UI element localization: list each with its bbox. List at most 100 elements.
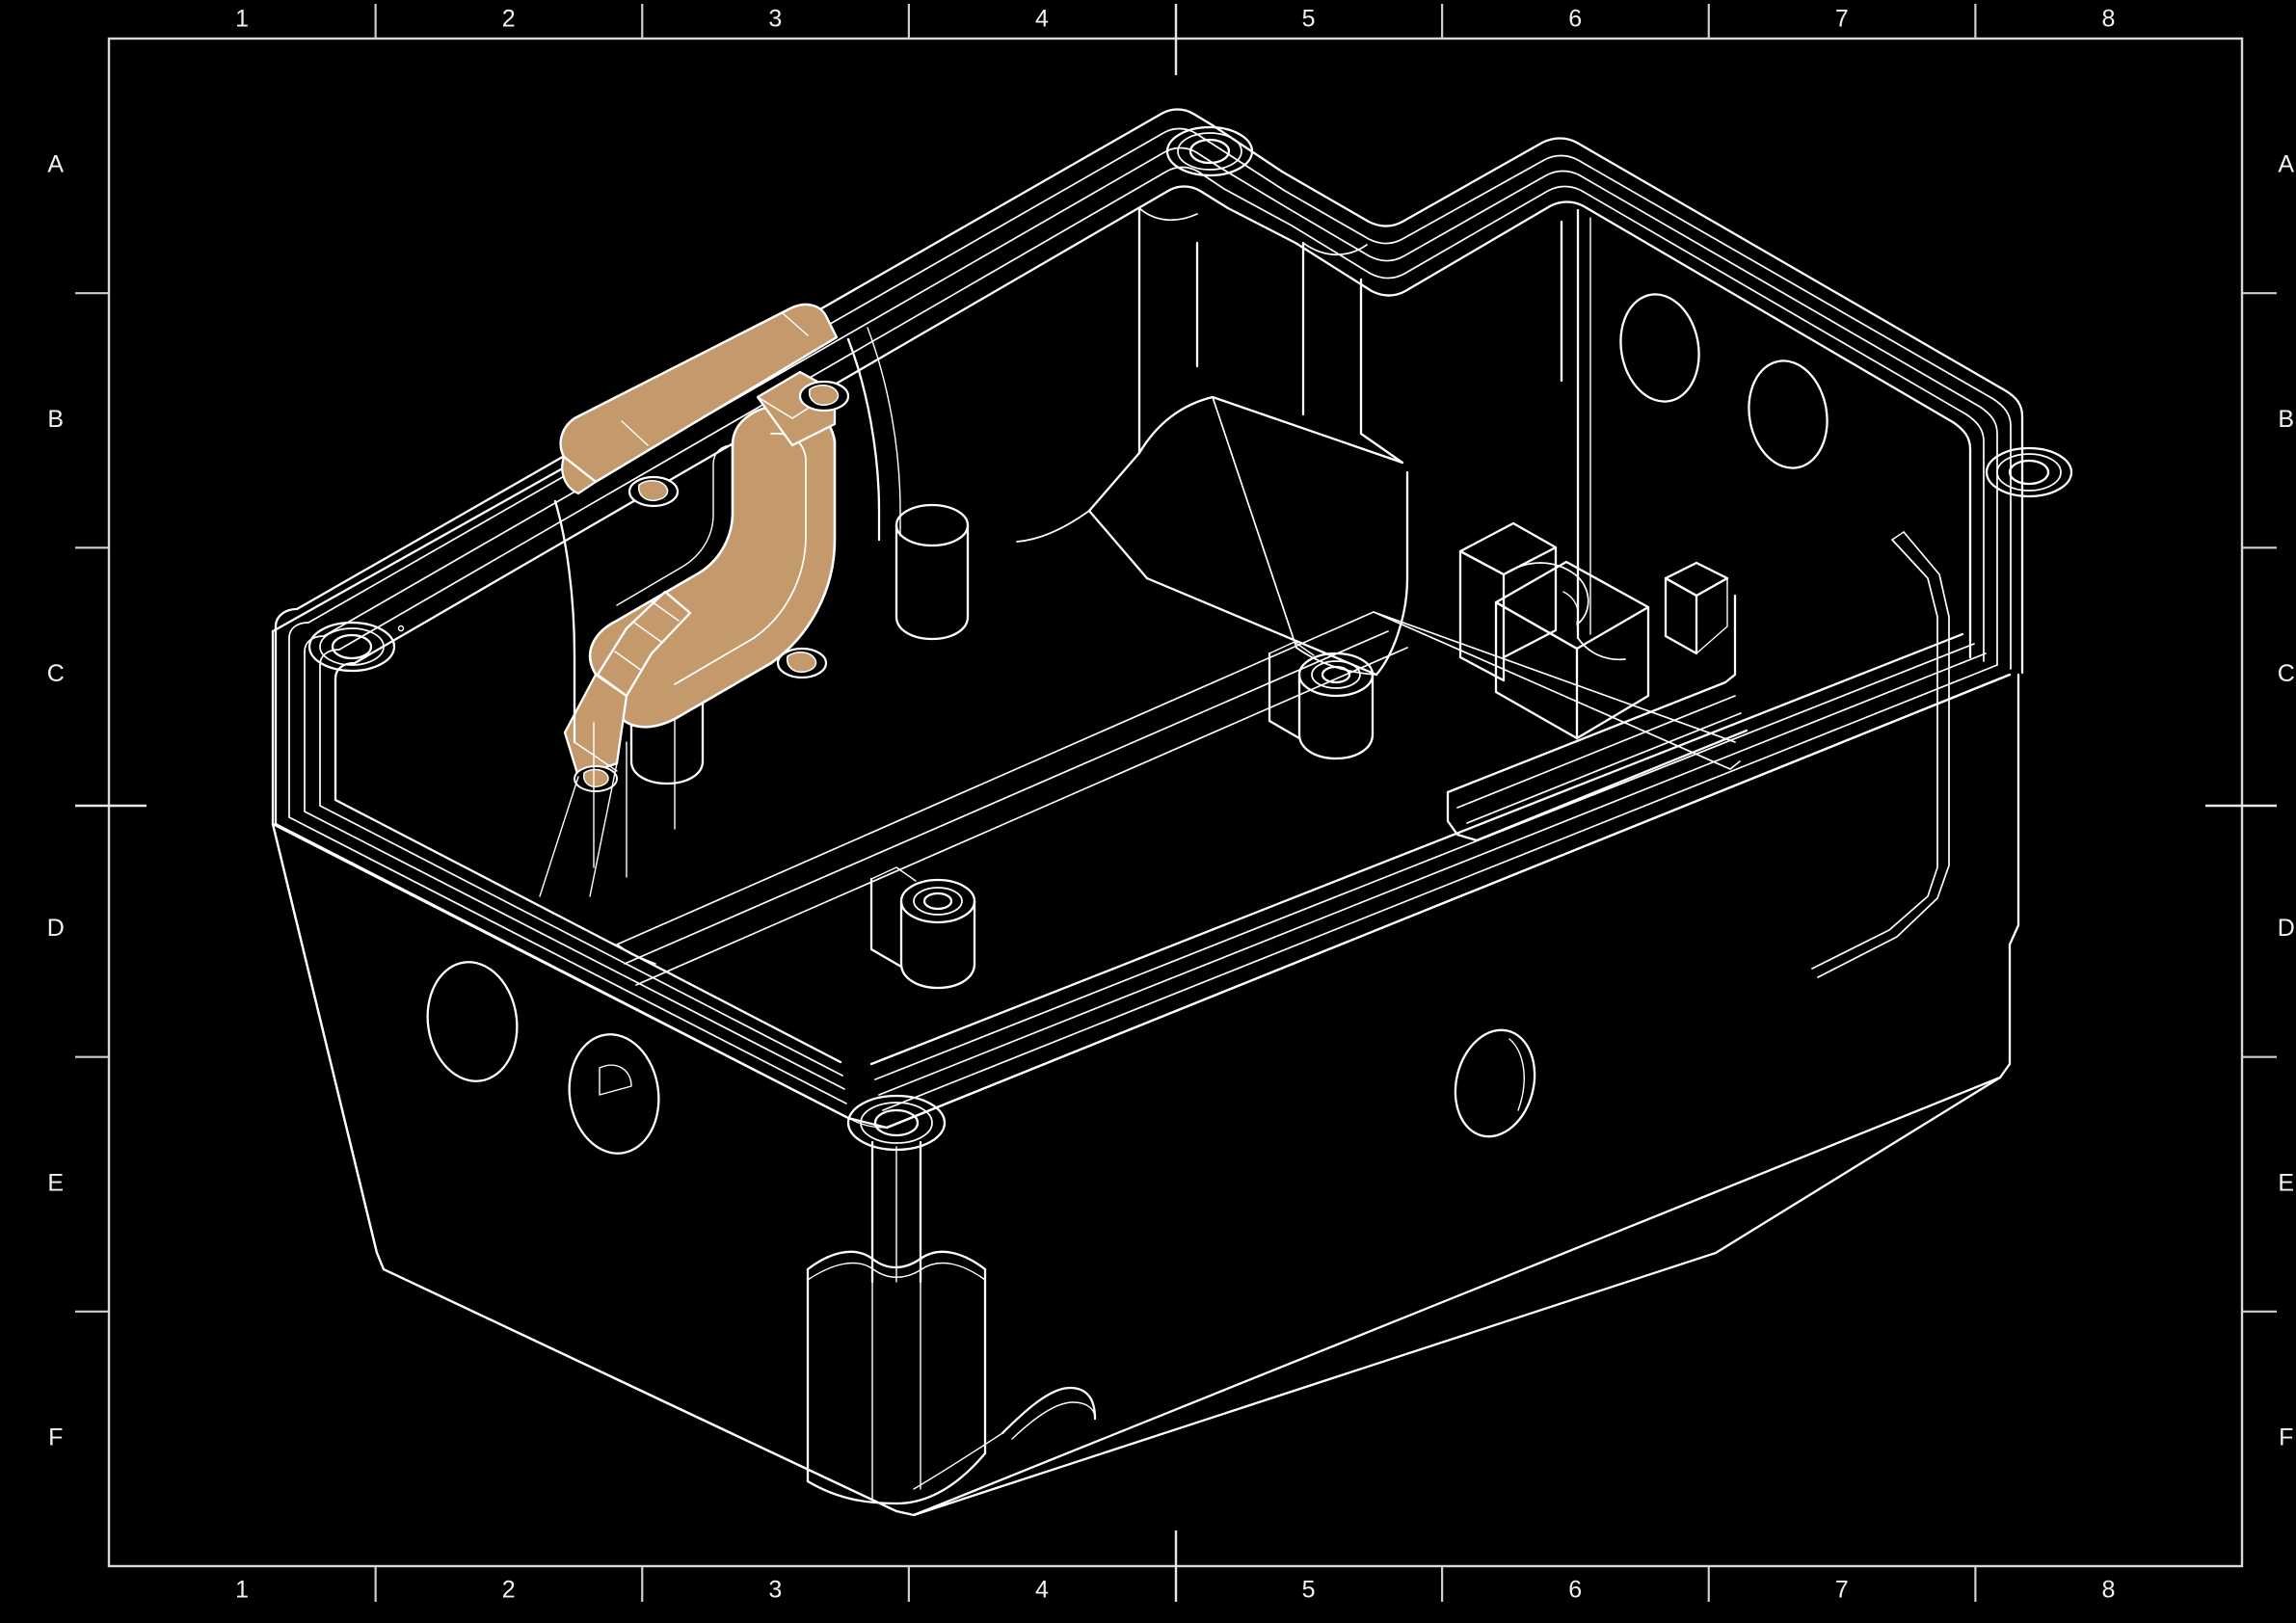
zone-column-label-top: 5 (1302, 6, 1316, 33)
interior-floor (616, 611, 1741, 986)
clip-screw-pad (627, 475, 680, 508)
clip-tail-edge (564, 732, 579, 778)
clip-leg-rib-c (651, 600, 680, 622)
tab-inner-arc (1011, 1401, 1096, 1440)
zone-column-label-top: 6 (1568, 6, 1582, 33)
channel-groove-b (1466, 712, 1742, 824)
zone-column-label-bottom: 2 (502, 1577, 516, 1604)
standoff-top (899, 878, 976, 924)
front-bottom-tab (913, 1386, 1097, 1490)
clip-flat-bar-top (559, 303, 839, 484)
right-panel-step-b (1817, 531, 1950, 978)
standoff-gusset (869, 877, 903, 969)
bracket-left-curve (553, 499, 576, 744)
zone-column-label-bottom: 7 (1835, 1577, 1849, 1604)
front-bottom-edge (382, 1267, 898, 1513)
clip-leg-rib-b (633, 622, 662, 643)
boss-center-dot (397, 625, 405, 632)
standoff-hole (1321, 665, 1351, 684)
zone-column-label-top: 8 (2101, 6, 2115, 33)
zone-row-label-right: D (2278, 915, 2296, 942)
clip-support-rib-b (589, 762, 618, 897)
cylinder-body (629, 663, 705, 785)
standoff-counterbore (1311, 660, 1361, 689)
clip-support-rib-a (539, 776, 579, 897)
cable-gland-knockout (1454, 1028, 1536, 1138)
bracket-right-curve-b (867, 327, 901, 512)
center-registration-marks (75, 4, 2277, 1602)
column-scallop-top (806, 1250, 987, 1271)
boss-underside-left (1138, 207, 1198, 222)
shelf-left-tail (1016, 510, 1090, 543)
boss-mid-ring (1177, 132, 1242, 171)
cable-gland-knockout (1619, 293, 1700, 403)
standoff-hole (922, 891, 953, 911)
cylinder-body (894, 523, 970, 641)
standoff-gusset-top (1268, 641, 1315, 656)
right-bottom-edge (912, 1076, 2002, 1517)
boss-hole (873, 1108, 920, 1137)
channel-front-face (1475, 729, 1749, 842)
zone-column-label-bottom: 1 (235, 1577, 249, 1604)
pad-fill (582, 768, 609, 788)
shelf-right-slope (1375, 470, 1409, 677)
corner-screw-bosses (307, 125, 2073, 1152)
rim-front-left-return (274, 625, 850, 1120)
pcb-standoff-boss (869, 866, 976, 990)
terminal-body-side (1575, 605, 1650, 740)
cylinder-top (894, 503, 970, 547)
boss-underside-mid (1302, 242, 1368, 256)
right-panel-step-cap (1891, 531, 1905, 541)
cable-gland-knockout (568, 1033, 660, 1155)
boss-hole (1188, 138, 1231, 165)
zone-column-label-top: 3 (768, 6, 782, 33)
cable-gland-knockout (1748, 359, 1829, 469)
interior-left-wall (593, 722, 627, 878)
shelf-top-left (1137, 395, 1404, 465)
clip-screw-pad (574, 765, 618, 792)
clip-flat-bar-endcap (561, 455, 598, 495)
rim-groove-inner-wall (319, 166, 1985, 666)
boss-mid-ring (860, 1102, 933, 1144)
shelf-edge-a (1359, 432, 1404, 465)
standoff-body (899, 899, 976, 990)
standoff-body (1297, 673, 1375, 760)
column-scallop-top-inner (807, 1262, 986, 1281)
zone-row-label-left: E (47, 1169, 64, 1196)
zone-column-label-bottom: 5 (1302, 1577, 1316, 1604)
rim-groove-centre (304, 146, 1998, 666)
rim-front-right-e (869, 632, 1964, 1066)
terminal-backplate-side (1502, 545, 1558, 659)
tab-outer-arc (1001, 1386, 1097, 1435)
pcb-standoff-boss (1268, 641, 1375, 760)
boss-outer-ring (1165, 125, 1254, 177)
zone-column-label-top: 2 (502, 6, 516, 33)
boss-outer-ring (307, 621, 396, 673)
knockout-break-symbol (599, 1064, 632, 1096)
floor-rib-upper (624, 630, 1389, 965)
front-left-corner (271, 822, 379, 1255)
rim-front-left-return-c (304, 651, 845, 1090)
corner-screw-boss-right (1985, 446, 2073, 498)
zone-row-label-left: B (47, 406, 64, 433)
zone-row-label-right: C (2278, 660, 2296, 687)
rim-front-right-c (878, 652, 1987, 1096)
rim-front-corner-blend (847, 1117, 888, 1129)
standoff-counterbore (913, 887, 963, 916)
terminal-lever-detail (1562, 591, 1579, 624)
zone-row-label-left: C (47, 660, 66, 687)
knockout-outline (568, 1033, 660, 1155)
rim-groove-outer-wall (288, 127, 2012, 670)
zone-column-label-top: 1 (235, 6, 249, 33)
cable-gland-knockout (426, 961, 519, 1082)
interior-post-foot (1577, 637, 1626, 661)
channel-groove-a (1456, 695, 1736, 809)
cable-gland-knockouts (426, 293, 1829, 1155)
gasket-groove (274, 108, 2024, 1130)
rim-front-right-b (882, 664, 1998, 1111)
rim-front-right-d (874, 643, 1975, 1080)
floor-left-return (616, 944, 656, 965)
